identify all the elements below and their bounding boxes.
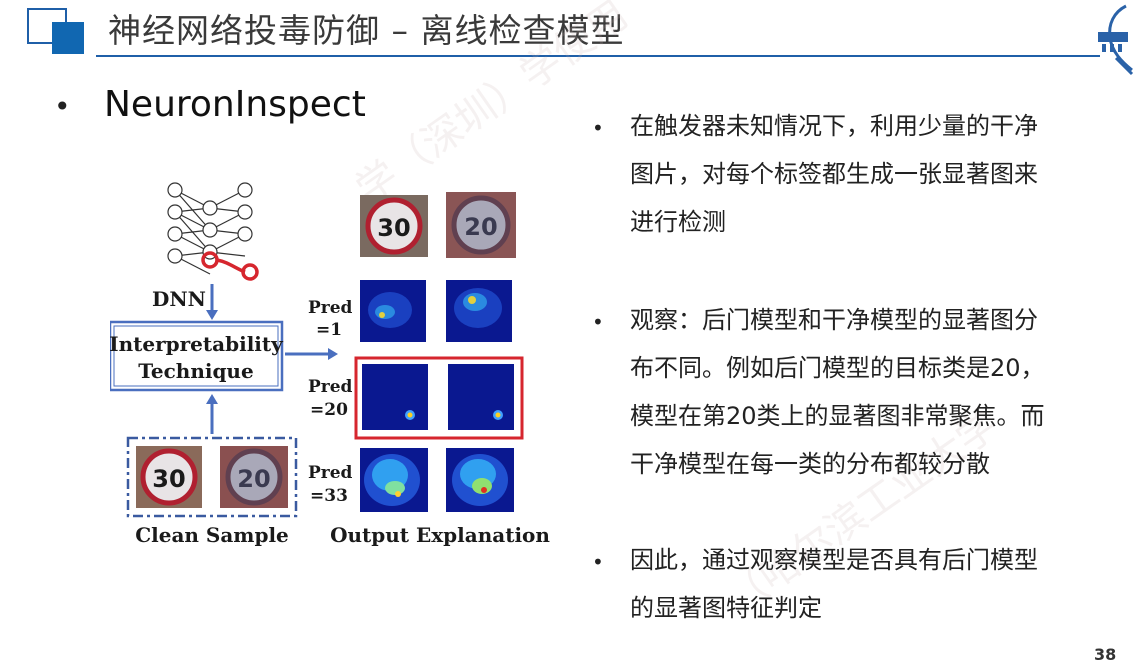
bullet-dot: • [592,116,604,140]
heatmap-pred1-a [360,280,426,342]
pred33-label-b: =33 [310,486,348,506]
page-number: 38 [1094,645,1117,664]
heatmap-pred33-b [446,448,514,512]
pred20-label-a: Pred [308,377,353,397]
heatmap-pred20-b [448,364,514,430]
pred1-label-b: =1 [316,320,342,340]
sign-20-text: 20 [237,465,270,493]
sign-30-text: 30 [152,465,185,493]
bullet-line: 干净模型在每一类的分布都较分散 [630,450,990,478]
bullet-line: 模型在第20类上的显著图非常聚焦。而 [630,402,1045,430]
highlight-box [354,356,524,440]
bullet-line: 的显著图特征判定 [630,594,822,622]
dnn-network-icon [167,182,253,275]
sign-20-top-text: 20 [464,213,497,241]
sample-sign-30-top: 30 [360,195,428,257]
bullet-line: 图片，对每个标签都生成一张显著图来 [630,160,1038,188]
backdoor-trigger-icon [201,251,259,281]
arrow-up-icon [206,394,218,404]
bullet-neuroninspect: NeuronInspect [104,84,366,125]
bullet-line: 因此，通过观察模型是否具有后门模型 [630,546,1038,574]
title-underline [96,55,1100,57]
sign-20-image: 20 [220,446,288,508]
clean-sample-box [126,436,298,518]
dnn-label: DNN [152,287,206,311]
pred20-label-b: =20 [310,400,348,420]
page-title: 神经网络投毒防御 – 离线检查模型 [108,11,625,50]
sample-sign-20-top: 20 [446,192,516,258]
right-bullet-2: 观察：后门模型和干净模型的显著图分 布不同。例如后门模型的目标类是20， 模型在… [630,296,1045,488]
heatmap-pred20-a [362,364,428,430]
bullet-line: 观察：后门模型和干净模型的显著图分 [630,306,1038,334]
bullet-dot: • [54,90,71,123]
right-bullet-1: 在触发器未知情况下，利用少量的干净 图片，对每个标签都生成一张显著图来 进行检测 [630,102,1038,246]
heatmap-pred1-b [446,280,512,342]
sign-30-image: 30 [136,446,202,508]
university-logo-icon [1098,4,1134,76]
header-decoration-fill [52,22,84,54]
right-bullet-3: 因此，通过观察模型是否具有后门模型 的显著图特征判定 [630,536,1038,632]
pred33-label-a: Pred [308,463,353,483]
interpretability-box [110,320,284,392]
bullet-dot: • [592,310,604,334]
neuroninspect-figure: DNN Interpretability Technique 30 20 Cle… [110,182,550,547]
bullet-line: 在触发器未知情况下，利用少量的干净 [630,112,1038,140]
interp-label-1: Interpretability [110,332,284,356]
pred1-label-a: Pred [308,298,353,318]
bullet-line: 布不同。例如后门模型的目标类是20， [630,354,1045,382]
bullet-line: 进行检测 [630,208,726,236]
clean-sample-label: Clean Sample [135,523,289,547]
interp-label-2: Technique [138,359,253,383]
output-explanation-label: Output Explanation [330,523,550,547]
sign-30-top-text: 30 [377,214,410,242]
bullet-dot: • [592,550,604,574]
heatmap-pred33-a [360,448,428,512]
arrow-down-icon [206,310,218,320]
arrow-right-icon [328,348,338,360]
